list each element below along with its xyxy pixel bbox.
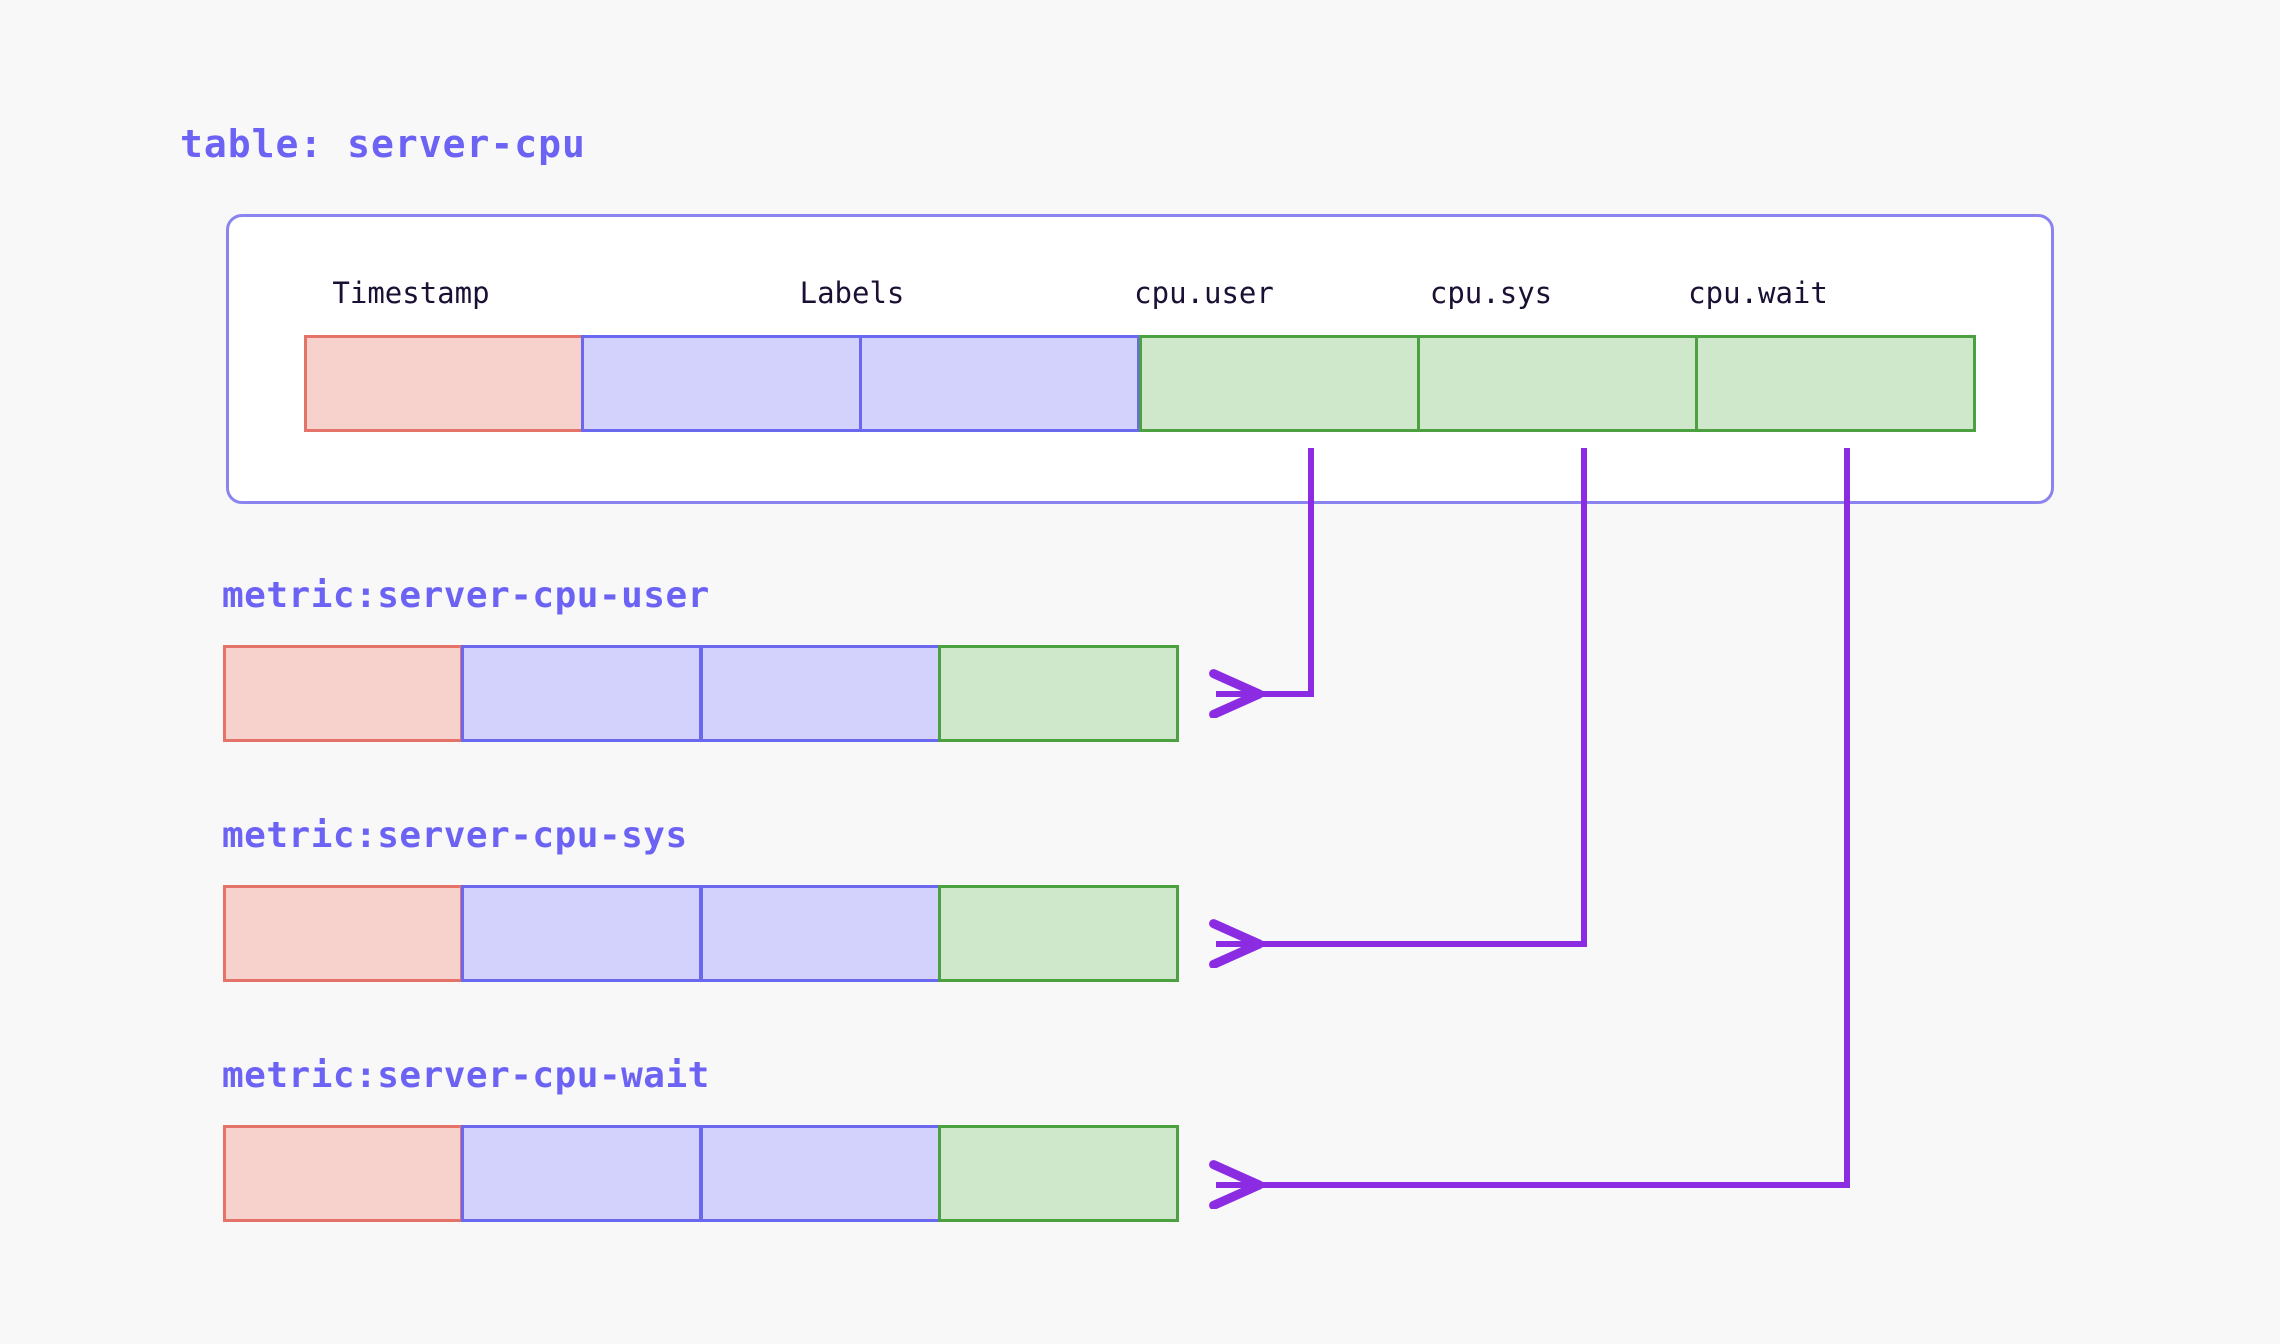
table-cell-labels-1: [581, 335, 862, 432]
metric-title-server-cpu-sys: metric:server-cpu-sys: [222, 815, 688, 856]
table-title: table: server-cpu: [180, 122, 586, 166]
column-header-labels: Labels: [799, 276, 905, 310]
metric-user-cell-value: [938, 645, 1179, 742]
column-header-timestamp: Timestamp: [332, 276, 490, 310]
metric-wait-cell-timestamp: [223, 1125, 463, 1222]
metric-sys-cell-labels-2: [700, 885, 941, 982]
metric-wait-cell-value: [938, 1125, 1179, 1222]
column-header-cpu-sys: cpu.sys: [1429, 276, 1553, 310]
metric-sys-cell-timestamp: [223, 885, 463, 982]
arrow-cpu-wait: [1216, 448, 1850, 1185]
table-cell-cpu-sys: [1417, 335, 1698, 432]
metric-user-cell-timestamp: [223, 645, 463, 742]
column-header-cpu-wait: cpu.wait: [1688, 276, 1828, 310]
metric-sys-cell-labels-1: [461, 885, 702, 982]
table-cell-labels-2: [859, 335, 1140, 432]
table-cell-cpu-wait: [1695, 335, 1976, 432]
column-header-cpu-user: cpu.user: [1134, 276, 1274, 310]
metric-title-server-cpu-user: metric:server-cpu-user: [222, 575, 710, 616]
metric-sys-cell-value: [938, 885, 1179, 982]
table-cell-cpu-user: [1139, 335, 1420, 432]
metric-title-server-cpu-wait: metric:server-cpu-wait: [222, 1055, 710, 1096]
metric-wait-cell-labels-1: [461, 1125, 702, 1222]
metric-user-cell-labels-2: [700, 645, 941, 742]
metric-user-cell-labels-1: [461, 645, 702, 742]
table-cell-timestamp: [304, 335, 584, 432]
metric-wait-cell-labels-2: [700, 1125, 941, 1222]
arrow-cpu-sys: [1216, 448, 1587, 944]
